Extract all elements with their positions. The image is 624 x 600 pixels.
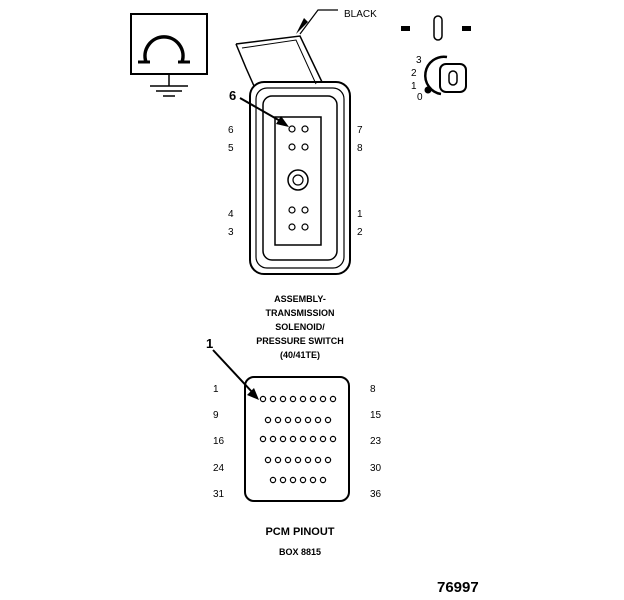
connector-label-right-4: 2 bbox=[357, 227, 363, 238]
pcm-pin-33 bbox=[289, 476, 297, 484]
connector-label-right-2: 8 bbox=[357, 143, 363, 154]
pcm-pin-13 bbox=[304, 416, 312, 424]
pcm-pin-34 bbox=[299, 476, 307, 484]
wire-color-label: BLACK bbox=[344, 9, 377, 20]
pcm-pin-36 bbox=[319, 476, 327, 484]
ohmmeter-symbol bbox=[130, 13, 208, 97]
pcm-label-right-2: 15 bbox=[370, 410, 382, 421]
wire-harness bbox=[235, 9, 338, 87]
pcm-pin-22 bbox=[319, 435, 327, 443]
connector-label-left-1: 6 bbox=[228, 125, 234, 136]
pcm-pin-11 bbox=[284, 416, 292, 424]
pcm-title: PCM PINOUT bbox=[265, 526, 334, 538]
connector-pin-8 bbox=[301, 143, 309, 151]
pcm-pin-10 bbox=[274, 416, 282, 424]
pcm-pin-15 bbox=[324, 416, 332, 424]
pcm-pin-35 bbox=[309, 476, 317, 484]
pcm-pin-26 bbox=[284, 456, 292, 464]
ignition-position-3: 3 bbox=[416, 55, 422, 66]
pcm-pin-28 bbox=[304, 456, 312, 464]
pcm-pin-8 bbox=[329, 395, 337, 403]
ignition-position-0: 0 bbox=[417, 92, 423, 103]
pcm-pin-grid bbox=[259, 395, 337, 484]
pcm-pin-14 bbox=[314, 416, 322, 424]
connector-pin-1 bbox=[301, 206, 309, 214]
callout-6: 6 bbox=[229, 88, 236, 103]
pcm-pin-19 bbox=[289, 435, 297, 443]
connector-label-left-2: 5 bbox=[228, 143, 234, 154]
callout-1-arrowhead bbox=[247, 388, 259, 400]
pcm-label-right-4: 30 bbox=[370, 463, 382, 474]
pcm-pin-21 bbox=[309, 435, 317, 443]
pcm-pin-5 bbox=[299, 395, 307, 403]
connector-caption-line-5: (40/41TE) bbox=[280, 350, 320, 360]
ignition-key-icon bbox=[401, 15, 471, 96]
pcm-pin-20 bbox=[299, 435, 307, 443]
pcm-pin-32 bbox=[279, 476, 287, 484]
pcm-label-right-3: 23 bbox=[370, 436, 382, 447]
pcm-label-left-1: 1 bbox=[213, 384, 219, 395]
pcm-pin-27 bbox=[294, 456, 302, 464]
pcm-label-right-1: 8 bbox=[370, 384, 376, 395]
connector-pin-5 bbox=[288, 143, 296, 151]
connector-pin-4 bbox=[288, 206, 296, 214]
pcm-pin-18 bbox=[279, 435, 287, 443]
pcm-pin-9 bbox=[264, 416, 272, 424]
pcm-label-left-2: 9 bbox=[213, 410, 219, 421]
connector-label-left-4: 3 bbox=[228, 227, 234, 238]
pcm-pin-30 bbox=[324, 456, 332, 464]
ignition-position-1: 1 bbox=[411, 81, 417, 92]
ignition-position-2: 2 bbox=[411, 68, 417, 79]
connector-caption-line-3: SOLENOID/ bbox=[275, 322, 325, 332]
connector-label-right-1: 7 bbox=[357, 125, 363, 136]
pcm-pin-6 bbox=[309, 395, 317, 403]
pcm-pin-31 bbox=[269, 476, 277, 484]
pcm-pin-7 bbox=[319, 395, 327, 403]
pcm-pin-2 bbox=[269, 395, 277, 403]
figure-number: 76997 bbox=[437, 579, 479, 596]
pcm-label-left-3: 16 bbox=[213, 436, 225, 447]
callout-1: 1 bbox=[206, 336, 213, 351]
pcm-pin-4 bbox=[289, 395, 297, 403]
connector-label-left-3: 4 bbox=[228, 209, 234, 220]
callout-6-arrowhead bbox=[276, 116, 289, 127]
connector-pin-6 bbox=[288, 125, 296, 133]
pcm-label-left-4: 24 bbox=[213, 463, 225, 474]
pcm-pin-12 bbox=[294, 416, 302, 424]
callout-1-arrow bbox=[212, 349, 254, 394]
connector-label-right-3: 1 bbox=[357, 209, 363, 220]
pcm-pin-24 bbox=[264, 456, 272, 464]
pcm-pin-1 bbox=[259, 395, 267, 403]
pcm-pin-3 bbox=[279, 395, 287, 403]
connector-caption-line-1: ASSEMBLY- bbox=[274, 294, 326, 304]
connector-caption-line-2: TRANSMISSION bbox=[265, 308, 334, 318]
connector-pin-3 bbox=[288, 223, 296, 231]
pcm-connector-outline bbox=[244, 376, 350, 502]
connector-pin-2 bbox=[301, 223, 309, 231]
pcm-pin-17 bbox=[269, 435, 277, 443]
pcm-subtitle: BOX 8815 bbox=[279, 547, 321, 557]
callout-6-arrow bbox=[239, 97, 283, 123]
pcm-pin-16 bbox=[259, 435, 267, 443]
connector-pin-7 bbox=[301, 125, 309, 133]
pcm-pin-23 bbox=[329, 435, 337, 443]
solenoid-connector bbox=[249, 81, 351, 275]
pcm-pin-25 bbox=[274, 456, 282, 464]
connector-caption-line-4: PRESSURE SWITCH bbox=[256, 336, 344, 346]
pcm-label-left-5: 31 bbox=[213, 489, 225, 500]
pcm-pin-29 bbox=[314, 456, 322, 464]
pcm-label-right-5: 36 bbox=[370, 489, 382, 500]
